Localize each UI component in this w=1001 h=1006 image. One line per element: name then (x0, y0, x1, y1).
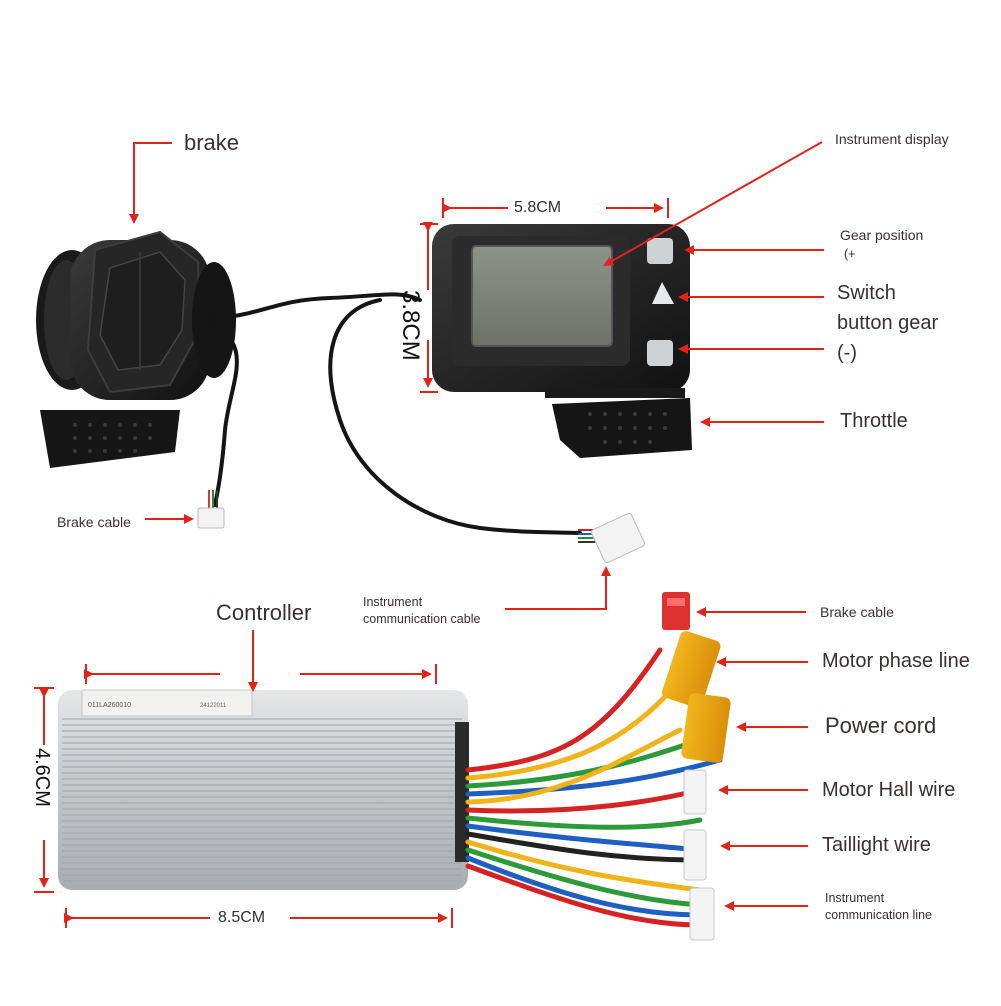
power-cord-label: Power cord (825, 713, 937, 738)
dimension-lines (34, 198, 669, 928)
switch-button-gear-label-2: button gear (837, 312, 939, 334)
instrument-comm-line-label-2: communication line (825, 908, 932, 922)
controller-label: Controller (216, 600, 312, 625)
harness-connectors (662, 592, 731, 941)
cables (198, 292, 582, 535)
callout-arrows (129, 141, 824, 911)
taillight-wire-label: Taillight wire (822, 834, 931, 856)
controller-unit (58, 689, 469, 890)
controller-length-dimension: 8.5CM (218, 909, 266, 926)
instrument-cable-connector (578, 512, 646, 564)
display-width-dimension: 5.8CM (514, 199, 562, 216)
wiring-harness (465, 647, 723, 928)
controller-height-dimension: 4.6CM (31, 748, 53, 807)
brake-cable-left-label: Brake cable (57, 514, 131, 530)
instrument-display-arrow (603, 141, 823, 266)
brake-lever (36, 230, 236, 468)
motor-hall-wire-label: Motor Hall wire (822, 779, 956, 801)
display-height-dimension: 3.8CM (397, 290, 424, 361)
throttle-label: Throttle (840, 410, 908, 432)
instrument-display-unit (432, 224, 692, 458)
instrument-comm-cable-label-2: communication cable (363, 612, 481, 626)
brake-cable-connector (197, 490, 225, 529)
instrument-display-label: Instrument display (835, 131, 949, 147)
motor-phase-line-label: Motor phase line (822, 650, 970, 672)
switch-button-gear-minus-label: (-) (837, 342, 857, 364)
instrument-cable-arrow (505, 566, 611, 610)
switch-button-gear-label-1: Switch (837, 282, 896, 304)
brake-arrow (129, 142, 172, 224)
brake-cable-right-label: Brake cable (820, 604, 894, 620)
gear-position-label: Gear position (840, 227, 924, 243)
controller-sticker-date: 24122011 (200, 703, 227, 709)
instrument-comm-cable-label-1: Instrument (363, 595, 423, 609)
instrument-comm-line-label-1: Instrument (825, 891, 885, 905)
controller-sticker-serial: 011LA260010 (88, 702, 132, 709)
gear-position-plus-label: (+ (844, 247, 856, 261)
brake-label: brake (184, 130, 240, 155)
